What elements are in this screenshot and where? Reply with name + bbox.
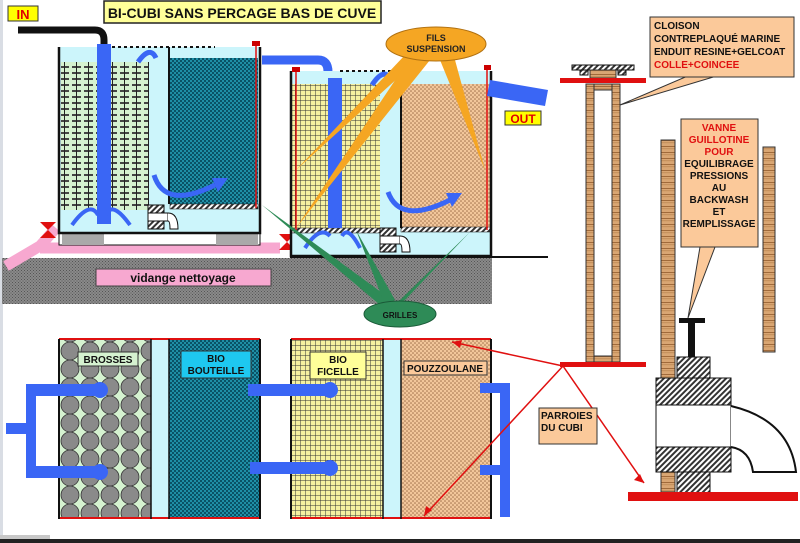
bio-bouteille-label-2: BOUTEILLE <box>188 366 245 377</box>
vanne-line-9: REMPLISSAGE <box>683 219 756 230</box>
brosses-label: BROSSES <box>84 355 133 366</box>
vanne-line-1: VANNE <box>702 123 737 134</box>
cloison-callout: CLOISON CONTREPLAQUÉ MARINE ENDUIT RESIN… <box>619 16 795 106</box>
inlet-pipe <box>18 26 108 46</box>
bio-ficelle-label-2: FICELLE <box>317 367 359 378</box>
spreadsheet-left-edge <box>0 0 3 543</box>
elbow-pipe <box>730 405 798 473</box>
cloison-line-1: CLOISON <box>654 21 700 32</box>
uplift-pipe-1 <box>97 44 111 224</box>
bio-bouteille-label-1: BIO <box>207 354 225 365</box>
parroies-line-2: DU CUBI <box>541 423 583 434</box>
bottom-border <box>0 539 800 543</box>
guillotine-handle <box>679 318 705 323</box>
grilles-text: GRILLES <box>383 311 418 320</box>
cubi-1 <box>57 41 262 246</box>
top-view-cubi-1: BROSSES BIO BOUTEILLE <box>58 338 261 519</box>
out-text: OUT <box>510 112 536 126</box>
pouzzoulane-label: POUZZOULANE <box>407 364 483 375</box>
drain-valve-left <box>40 222 56 238</box>
fils-suspension-callout: FILS SUSPENSION <box>296 26 487 228</box>
parroies-callout: PARROIES DU CUBI <box>423 340 645 517</box>
tap-1 <box>147 204 179 230</box>
title-box: BI-CUBI SANS PERCAGE BAS DE CUVE <box>103 0 382 24</box>
bio-ficelle-label-1: BIO <box>329 355 347 366</box>
vanne-line-5: PRESSIONS <box>690 171 749 182</box>
top-view-pipes <box>6 382 510 517</box>
vanne-line-4: EQUILIBRAGE <box>684 159 754 170</box>
parroies-line-1: PARROIES <box>541 411 593 422</box>
top-view-cubi-2: BIO FICELLE POUZZOULANE <box>290 338 492 519</box>
grille-1 <box>169 203 259 210</box>
pouzzolane-media <box>401 84 490 228</box>
outlet-pipe <box>487 80 548 106</box>
in-label: IN <box>7 5 39 22</box>
vanne-line-8: ET <box>713 207 726 218</box>
suspension-text: SUSPENSION <box>406 44 465 54</box>
cloison-line-4: COLLE+COINCEE <box>654 60 740 71</box>
grilles-callout: GRILLES <box>262 205 470 328</box>
vanne-line-6: AU <box>712 183 726 194</box>
cloison-detail <box>560 64 646 367</box>
vanne-detail <box>628 139 798 501</box>
vanne-line-7: BACKWASH <box>690 195 749 206</box>
uplift-pipe-2 <box>328 78 342 228</box>
vidange-text: vidange nettoyage <box>130 271 236 285</box>
transfer-pipe <box>262 55 333 73</box>
sheet-tab[interactable] <box>0 535 50 539</box>
vanne-line-3: POUR <box>705 147 735 158</box>
cloison-line-2: CONTREPLAQUÉ MARINE <box>654 32 780 45</box>
out-label: OUT <box>504 110 542 126</box>
in-text: IN <box>17 7 30 22</box>
vidange-label: vidange nettoyage <box>95 268 272 287</box>
cloison-line-3: ENDUIT RESINE+GELCOAT <box>654 47 785 58</box>
vanne-callout: VANNE GUILLOTINE POUR EQUILIBRAGE PRESSI… <box>680 118 759 319</box>
vanne-line-2: GUILLOTINE <box>689 135 750 146</box>
tap-2 <box>379 227 411 253</box>
fils-text: FILS <box>426 33 446 43</box>
page-title: BI-CUBI SANS PERCAGE BAS DE CUVE <box>108 5 376 21</box>
